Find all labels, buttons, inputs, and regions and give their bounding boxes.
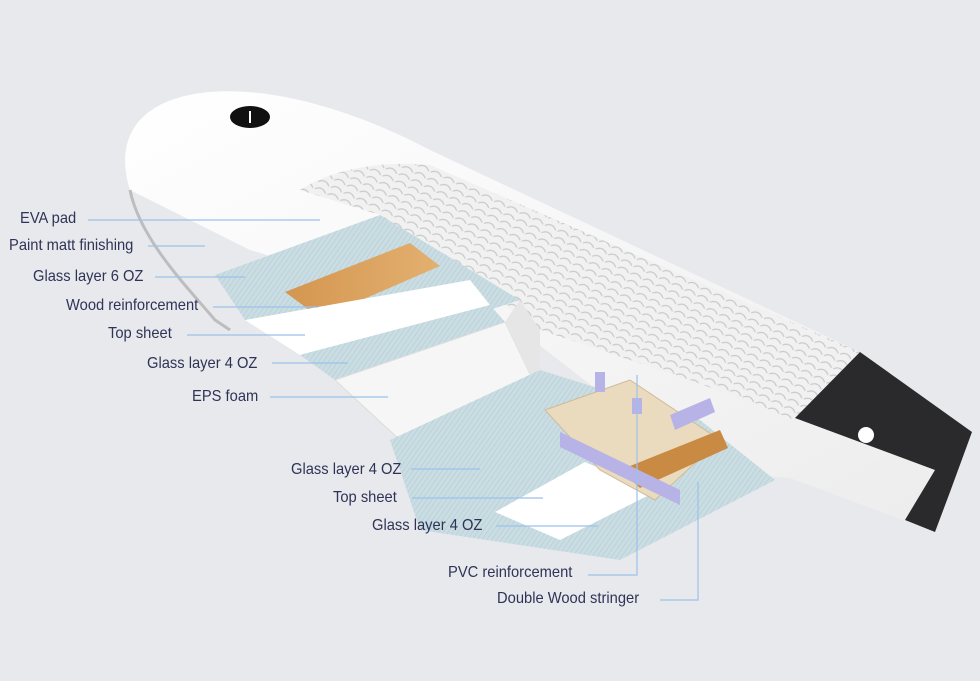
label-glass-layer-4oz-upper: Glass layer 4 OZ <box>147 355 258 372</box>
label-top-sheet-upper: Top sheet <box>108 325 172 342</box>
foam-interior-wall <box>505 300 540 395</box>
label-wood-reinforcement: Wood reinforcement <box>66 297 199 314</box>
wood-reinforcement-layer <box>285 243 440 318</box>
pvc-reinforcement-bar <box>560 432 680 505</box>
label-glass-layer-4oz-lower-1: Glass layer 4 OZ <box>291 461 402 478</box>
label-glass-layer-6oz: Glass layer 6 OZ <box>33 268 144 285</box>
label-paint-matt-finishing: Paint matt finishing <box>9 237 134 254</box>
eva-pad-area <box>300 163 860 420</box>
label-pvc-reinforcement: PVC reinforcement <box>448 564 573 581</box>
label-glass-layer-4oz-lower-2: Glass layer 4 OZ <box>372 517 483 534</box>
glass-4oz-upper-layer <box>300 305 505 380</box>
label-eva-pad: EVA pad <box>20 210 77 227</box>
label-double-wood-stringer: Double Wood stringer <box>497 590 640 607</box>
label-top-sheet-lower: Top sheet <box>333 489 397 506</box>
pvc-reinforcement-bar-2 <box>670 398 715 430</box>
pvc-post <box>595 372 605 392</box>
logo-tail <box>858 427 874 443</box>
top-sheet-upper-layer <box>245 280 490 355</box>
wood-stringer-strip <box>620 430 728 488</box>
top-sheet-bottom-layer <box>495 462 655 540</box>
leader-lines <box>88 219 699 601</box>
label-eps-foam: EPS foam <box>192 388 259 405</box>
board-rail <box>128 189 231 332</box>
board-tail <box>795 352 972 532</box>
